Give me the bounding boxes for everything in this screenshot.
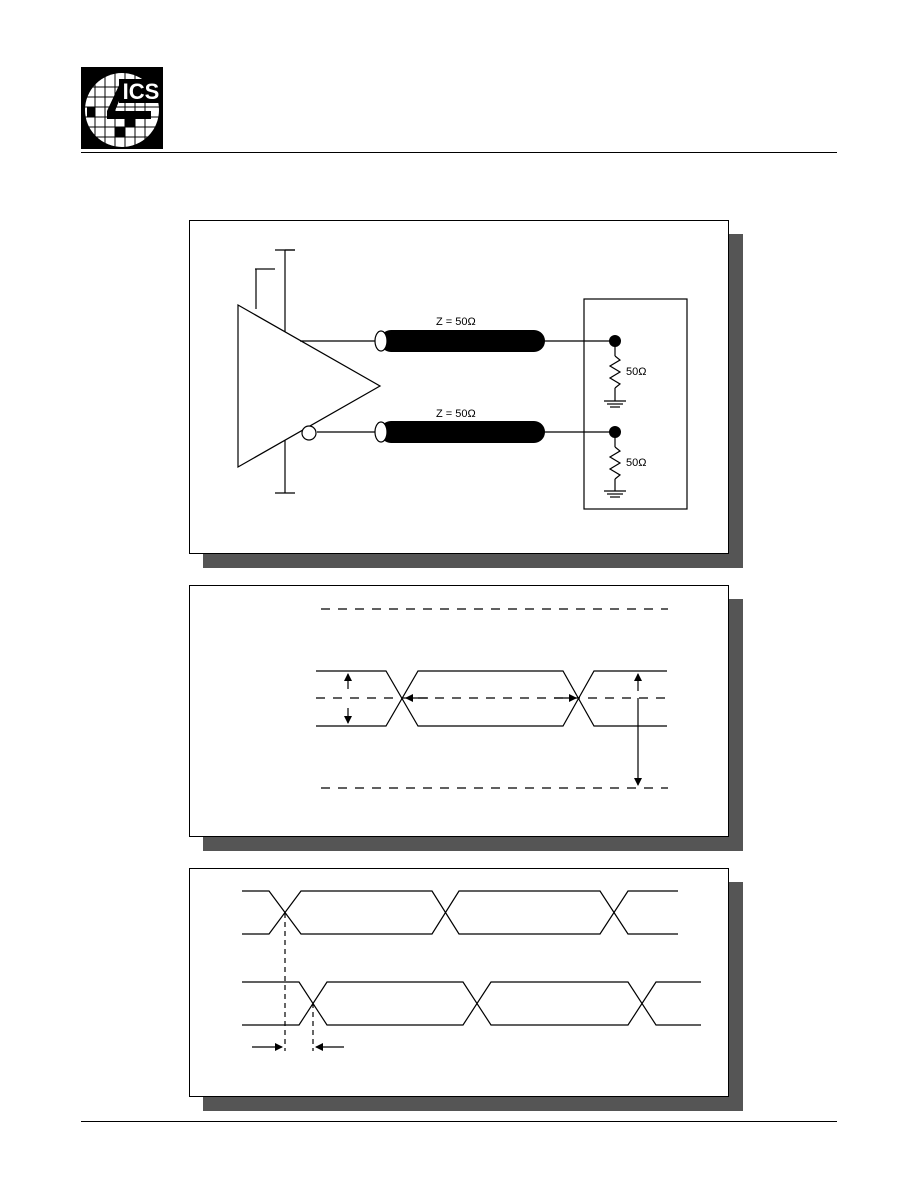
crossing-panel: [189, 585, 729, 837]
coax-cable-bottom: [374, 421, 545, 443]
upper-waveform-complement: [242, 890, 678, 935]
skew-panel: [189, 868, 729, 1097]
termination-box: [583, 298, 688, 510]
coax-cable-top: [374, 330, 545, 352]
line-top-impedance-label: Z = 50Ω: [436, 316, 476, 328]
logo-text: ICS: [123, 79, 160, 104]
resistor-top: [608, 355, 622, 389]
footer-rule: [81, 1121, 837, 1122]
resistor-bottom: [608, 446, 622, 480]
header-rule: [81, 152, 837, 153]
circuit-diagram: Z = 50Ω Z = 50Ω 50Ω 50Ω: [237, 249, 688, 510]
inverting-output-bubble: [301, 425, 317, 441]
crossing-waveform-diagram: [316, 608, 668, 789]
ics-logo: ICS: [81, 67, 163, 149]
waveform-complement: [316, 670, 667, 727]
resistor-top-label: 50Ω: [626, 366, 646, 378]
skew-waveform-diagram: [242, 890, 701, 1051]
upper-waveform-true: [242, 890, 678, 935]
line-bottom-impedance-label: Z = 50Ω: [436, 408, 476, 420]
buffer-triangle: [237, 303, 382, 469]
lower-waveform-complement: [242, 981, 701, 1026]
waveform-true: [316, 670, 667, 727]
resistor-bottom-label: 50Ω: [626, 457, 646, 469]
circuit-panel: Z = 50Ω Z = 50Ω 50Ω 50Ω: [189, 220, 729, 554]
